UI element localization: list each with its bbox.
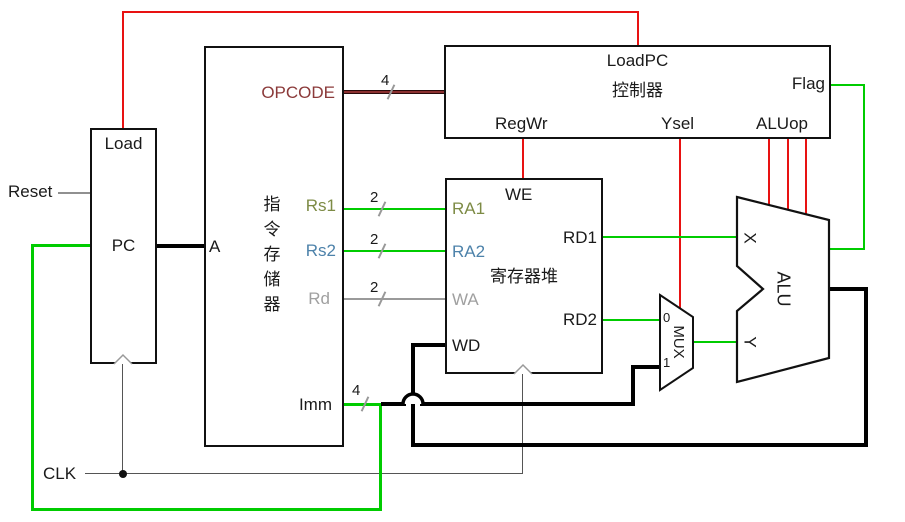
regfile-clock-triangle [513,363,533,375]
wire-ysel [679,138,681,309]
wire-hop [401,392,425,405]
wire-mux-y [693,341,739,343]
regfile-title: 寄存器堆 [490,267,558,286]
regfile-port-we-label: WE [505,185,533,204]
rs2-bus-width: 2 [370,231,379,248]
wire-rd1-x [603,236,739,238]
wire-aluout-bottom [411,443,868,447]
wire-rd2-mux0 [603,319,662,321]
regfile-port-wa-label: WA [452,290,479,309]
imem-port-rs1-label: Rs1 [305,196,336,215]
controller-title: 控制器 [612,81,663,100]
rd-bus-width: 2 [370,279,379,296]
pc-block [90,128,157,364]
wire-aluout-h1 [829,287,868,291]
wire-pc-a [157,244,204,248]
wire-imm-mux-h1 [381,402,406,406]
imem-title: 指令存储器 [263,195,281,314]
register-file-block [445,178,603,374]
wire-rs2-ra2 [344,250,445,252]
imm-bus-width: 4 [352,382,361,399]
wire-rs1-ra1 [344,208,445,210]
controller-port-loadpc-label: LoadPC [606,51,669,70]
wire-aluop-3 [805,138,807,216]
mux-input0-label: 0 [663,310,671,325]
wire-clk-horizontal [85,473,523,474]
controller-port-regwr-label: RegWr [495,114,548,133]
wire-imm-mux-v [631,365,635,406]
regfile-port-ra2-label: RA2 [452,242,486,261]
imem-port-rd-label: Rd [308,289,330,308]
pc-load-port-label: Load [104,134,143,153]
alu-shape [735,195,831,384]
wire-clk-to-regfile [522,374,523,474]
imem-port-opcode-label: OPCODE [261,83,335,102]
imem-port-rs2-label: Rs2 [305,241,336,260]
wire-imm-bottom [31,508,381,511]
wire-loadpc-v2 [637,11,639,46]
mux-shape [659,293,694,392]
wire-regwr [522,138,524,179]
clk-label: CLK [43,464,77,483]
opcode-bus-width: 4 [381,72,390,89]
alu-port-y-label: Y [740,336,760,348]
wire-imm-to-pc [31,244,91,247]
wire-opcode [344,90,444,94]
wire-reset [58,192,90,194]
regfile-port-rd2-label: RD2 [562,310,597,329]
pc-clock-triangle [113,353,133,365]
wire-flag-v [863,84,865,250]
wire-aluout-v-right [864,287,868,447]
regfile-port-rd1-label: RD1 [562,228,597,247]
instruction-memory-block [204,46,344,447]
imem-port-imm-label: Imm [298,395,332,414]
wire-aluop-2 [787,138,789,211]
mux-input1-label: 1 [663,355,671,370]
controller-port-aluop-label: ALUop [756,114,808,133]
pc-title: PC [111,236,136,255]
reset-label: Reset [8,182,53,201]
alu-port-x-label: X [740,232,760,244]
wire-flag-h-bottom [829,248,865,250]
wire-imm-mux-h2 [420,402,633,406]
wire-loadpc-v1 [122,11,124,129]
wire-aluop-1 [768,138,770,207]
regfile-port-ra1-label: RA1 [452,199,486,218]
controller-port-ysel-label: Ysel [661,114,695,133]
alu-title: ALU [773,271,794,307]
wire-rd-to-wa [344,298,445,300]
controller-block [444,45,831,139]
wire-flag-h-top [831,84,865,86]
wire-clk-to-pc [122,364,123,474]
controller-port-flag-label: Flag [791,74,825,93]
wire-imm-mux-h3 [631,365,661,369]
regfile-port-wd-label: WD [452,336,481,355]
imem-port-a-label: A [209,237,221,256]
mux-title: MUX [670,325,687,359]
clk-junction-dot [119,470,127,478]
rs1-bus-width: 2 [370,189,379,206]
wire-loadpc-h [122,11,639,13]
wire-wd [411,343,447,347]
wire-imm-v [379,403,382,511]
wire-imm-left-v [31,244,34,511]
